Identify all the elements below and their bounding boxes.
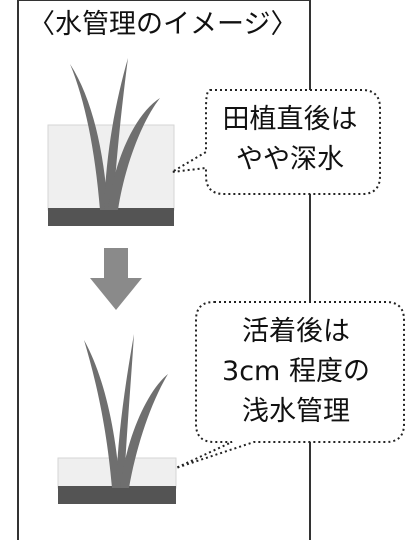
callout-2-line-1: 活着後は [242,316,350,347]
callout-bubble-1 [171,89,381,195]
outer-frame [17,0,311,540]
callout-1-line-2: やや深水 [236,144,344,175]
callout-2-line-3: 浅水管理 [242,396,350,427]
soil-bar-bottom [58,486,176,504]
down-arrow-icon [90,248,142,310]
rice-seedling-top [70,58,160,210]
callout-text-1: 田植直後は やや深水 [200,100,380,180]
callout-1-line-1: 田植直後は [222,104,358,135]
callout-2-line-2: 3cm 程度の [222,356,370,387]
callout-text-2: 活着後は 3cm 程度の 浅水管理 [196,312,396,432]
diagram-title: 〈水管理のイメージ〉 [28,9,298,40]
rice-seedling-bottom [84,334,168,488]
callout-bubble-2 [175,301,405,469]
soil-bar-top [48,208,174,226]
